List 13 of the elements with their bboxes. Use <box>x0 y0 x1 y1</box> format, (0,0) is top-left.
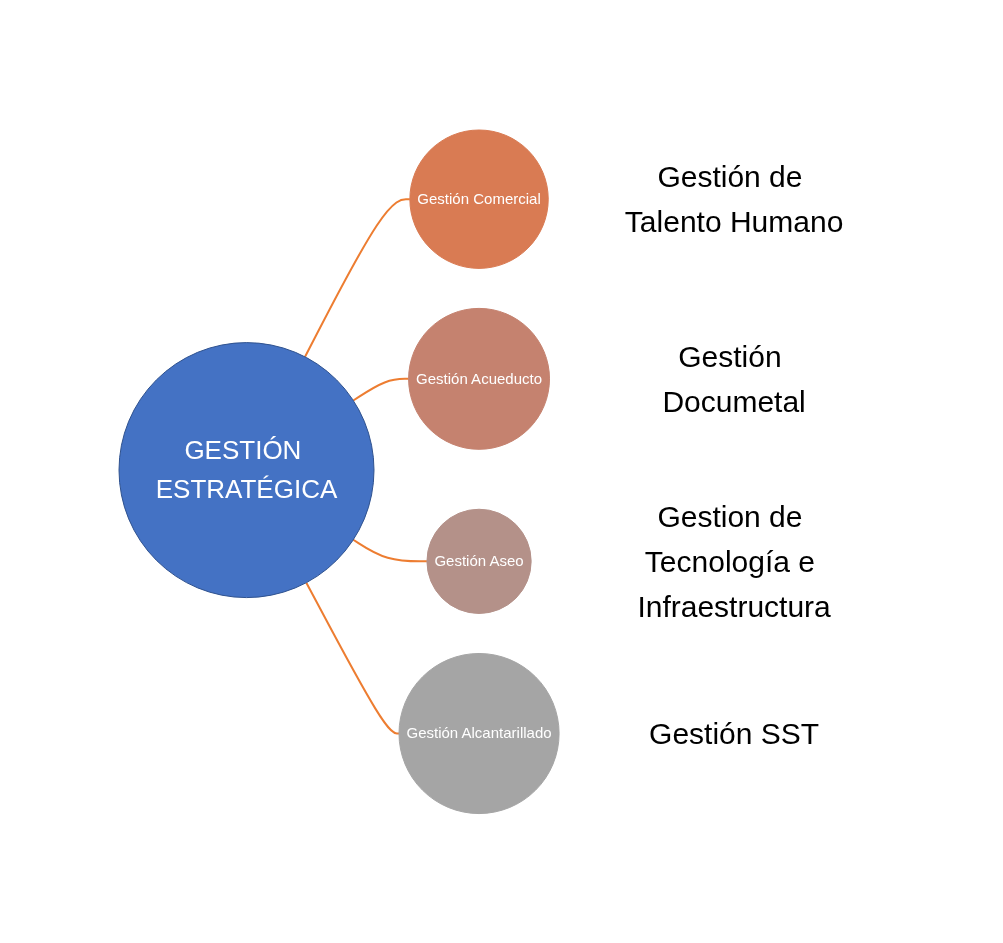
node-circle: Gestión Aseo <box>426 508 532 614</box>
connector <box>352 538 428 563</box>
node-circle: GESTIÓN ESTRATÉGICA <box>118 341 375 598</box>
node-circle: Gestión Comercial <box>409 129 549 269</box>
connector <box>304 197 411 358</box>
node-circle: Gestión Alcantarillado <box>398 652 560 814</box>
node-circle: Gestión Acueducto <box>408 307 550 450</box>
node-label: Gestion de Tecnología e Infraestructura <box>637 499 831 623</box>
connector <box>352 377 410 402</box>
connector <box>305 581 400 735</box>
node-label: Gestión SST <box>649 716 820 750</box>
node-label: Gestión Documetal <box>662 339 806 418</box>
node-label: Gestión de Talento Humano <box>624 159 844 238</box>
